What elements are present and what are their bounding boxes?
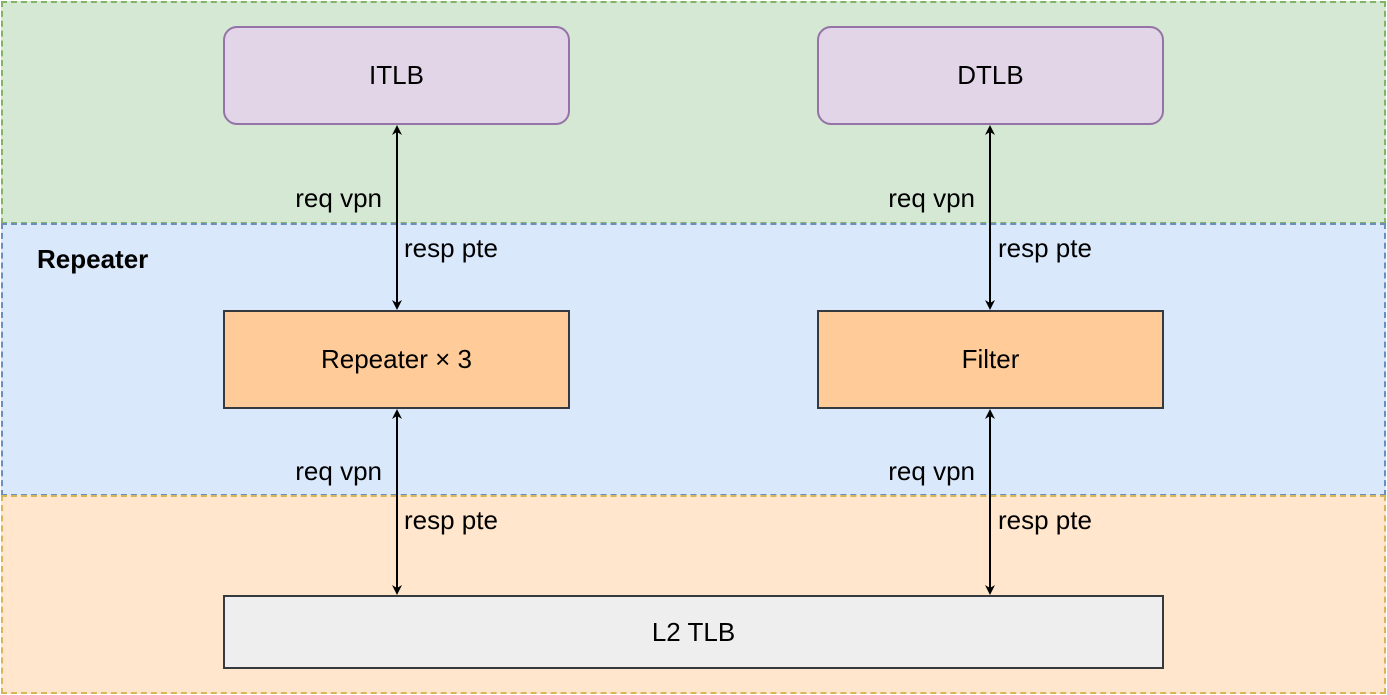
repeater-region-title: Repeater bbox=[37, 244, 149, 274]
dtlb-label: DTLB bbox=[957, 60, 1024, 90]
filter-l2-req-label: req vpn bbox=[888, 456, 975, 486]
l2-tlb-label: L2 TLB bbox=[651, 616, 736, 647]
itlb-repeater-req-label: req vpn bbox=[295, 183, 382, 213]
filter-l2-resp-label: resp pte bbox=[998, 505, 1092, 535]
l2-tlb-box: L2 TLB bbox=[223, 595, 1164, 669]
repeater-box: Repeater × 3 bbox=[223, 310, 570, 409]
dtlb-box: DTLB bbox=[817, 26, 1164, 125]
top-region bbox=[1, 1, 1386, 224]
filter-label: Filter bbox=[961, 344, 1020, 374]
dtlb-filter-req-label: req vpn bbox=[888, 183, 975, 213]
repeater-l2-req-label: req vpn bbox=[295, 456, 382, 486]
filter-box: Filter bbox=[817, 310, 1164, 409]
repeater-l2-resp-label: resp pte bbox=[404, 505, 498, 535]
repeater-label: Repeater × 3 bbox=[320, 344, 473, 374]
itlb-label: ITLB bbox=[369, 60, 424, 90]
itlb-box: ITLB bbox=[223, 26, 570, 125]
itlb-repeater-resp-label: resp pte bbox=[404, 233, 498, 263]
repeater-region bbox=[1, 223, 1386, 496]
dtlb-filter-resp-label: resp pte bbox=[998, 233, 1092, 263]
